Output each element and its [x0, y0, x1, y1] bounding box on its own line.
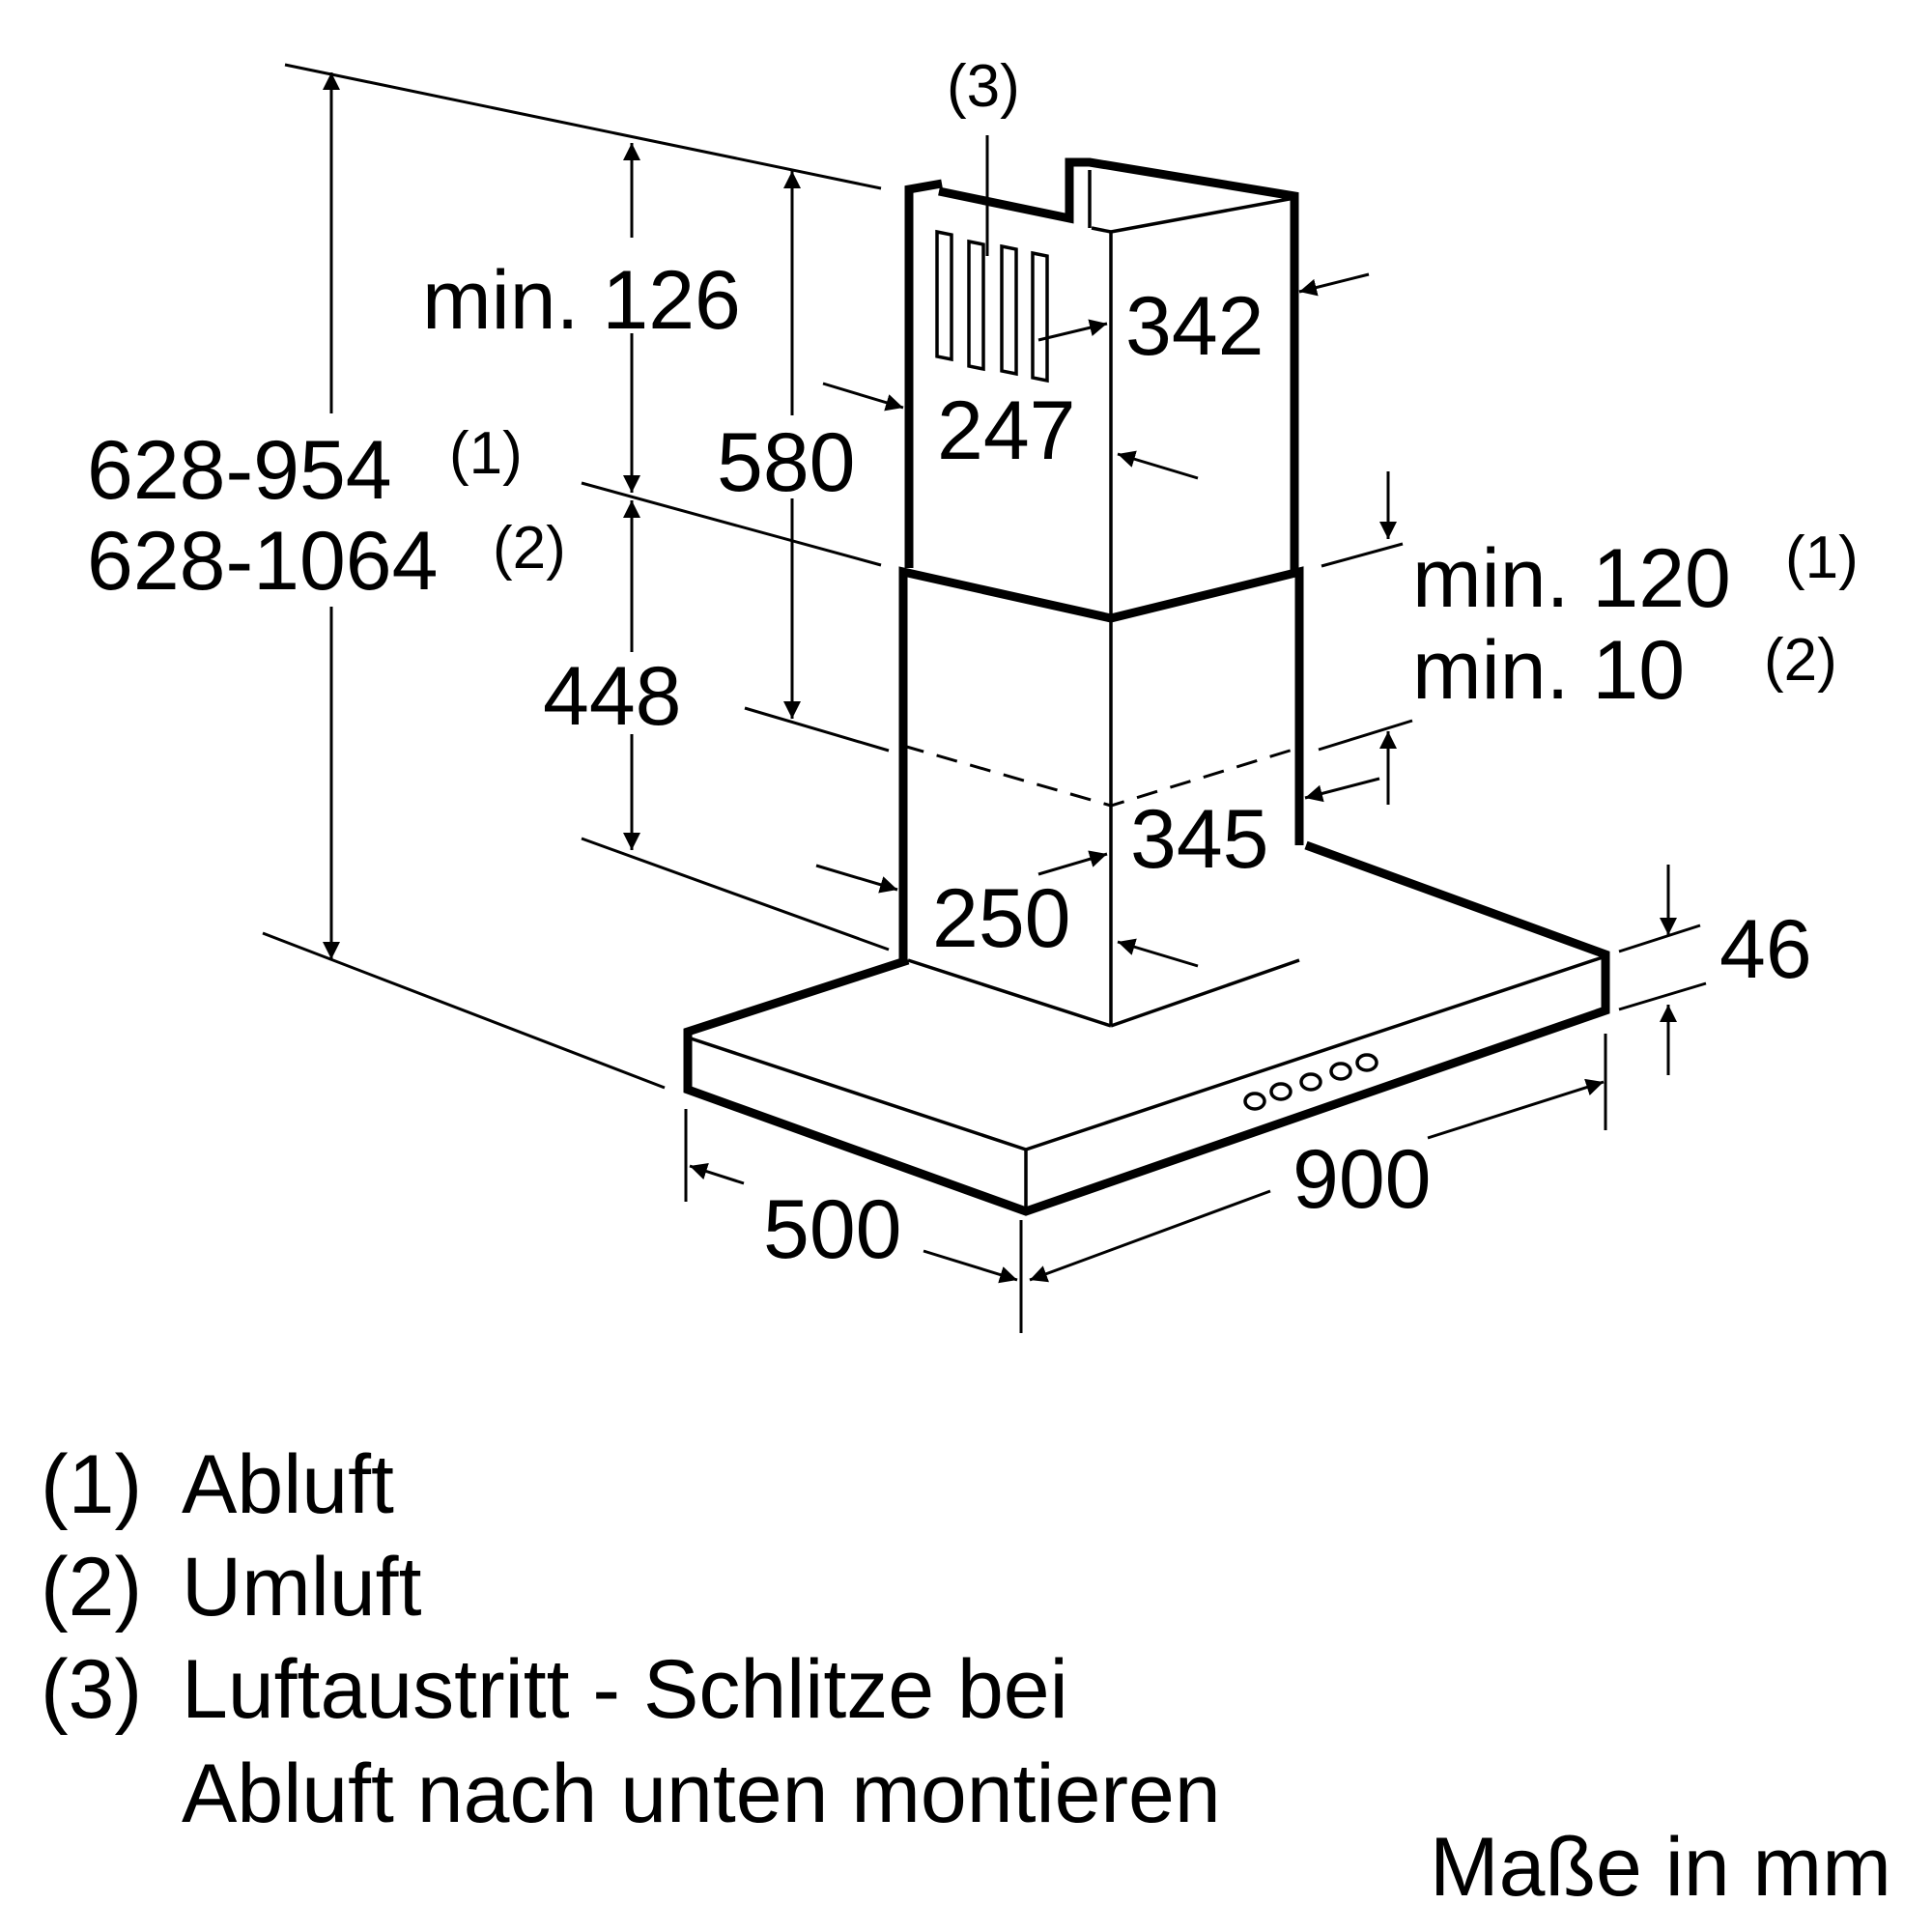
dim-upper-width: 247 — [937, 384, 1076, 477]
dim-total-height-2-note: (2) — [493, 515, 566, 582]
dim-hood-height: 46 — [1719, 903, 1812, 996]
dim-chimney-lower: 448 — [543, 650, 682, 743]
dim-hood-width: 900 — [1293, 1133, 1432, 1226]
dim-upper-min: min. 126 — [422, 254, 741, 347]
air-outlet-slots — [935, 229, 1049, 384]
legend-num-2: (2) — [41, 1541, 142, 1634]
legend: (1) Abluft (2) Umluft (3) Luftaustritt -… — [41, 1438, 1221, 1840]
dim-total-height-2: 628-1064 — [87, 515, 438, 608]
hood-outline — [683, 840, 1610, 1216]
legend-text-2: Umluft — [182, 1541, 422, 1634]
dim-overlap-1: min. 120 — [1412, 532, 1731, 625]
dim-total-height-1-note: (1) — [449, 420, 523, 487]
dim-overlap-2-note: (2) — [1764, 627, 1837, 694]
dim-overlap-1-note: (1) — [1785, 525, 1859, 591]
dim-overlap-2: min. 10 — [1412, 624, 1685, 717]
units-note: Maße in mm — [1430, 1821, 1891, 1914]
legend-text-4: Abluft nach unten montieren — [182, 1747, 1221, 1840]
legend-num-3: (3) — [41, 1643, 142, 1736]
legend-text-3: Luftaustritt - Schlitze bei — [182, 1643, 1068, 1736]
dim-hood-depth: 500 — [763, 1183, 902, 1276]
control-knobs — [1243, 1053, 1378, 1111]
dim-chimney-upper: 580 — [717, 416, 856, 509]
dimension-arrows — [323, 72, 1677, 1284]
dim-lower-depth: 345 — [1130, 793, 1269, 886]
dim-lower-width: 250 — [932, 872, 1071, 965]
dim-total-height-1: 628-954 — [87, 424, 392, 517]
legend-num-1: (1) — [41, 1438, 142, 1531]
dim-slots-ref: (3) — [947, 53, 1020, 120]
upper-chimney — [904, 157, 1299, 618]
legend-text-1: Abluft — [182, 1438, 394, 1531]
dim-upper-depth: 342 — [1125, 280, 1264, 373]
